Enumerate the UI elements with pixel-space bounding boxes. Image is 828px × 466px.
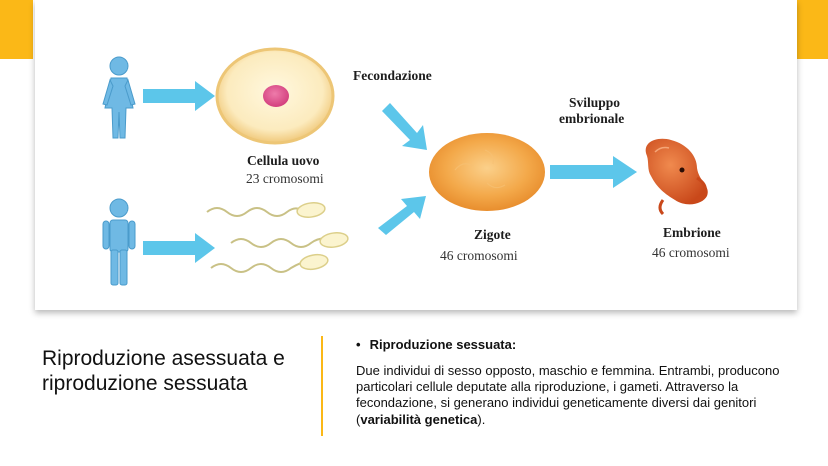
arrows [143,81,637,263]
arrow-male-to-sperm [143,233,215,263]
cellula-uovo-count: 23 cromosomi [246,171,324,186]
female-figure-icon [102,56,136,139]
embrione-label: Embrione [663,225,721,240]
sperm-heads [296,202,349,271]
zigote-label: Zigote [474,227,511,242]
slide-content: • Riproduzione sessuata: Due individui d… [356,337,796,428]
slide-title: Riproduzione asessuata e riproduzione se… [42,347,285,395]
body-text-emphasis: variabilità genetica [360,411,478,427]
arrow-zygote-to-embryo [550,156,637,188]
body-text-end: ). [477,411,486,427]
embrione-count: 46 cromosomi [652,245,730,260]
zygote-icon [429,133,545,211]
sviluppo-label-line1: Sviluppo [569,95,621,110]
arrow-sperm-to-zygote [378,196,426,235]
diagram-canvas [102,47,708,286]
arrow-female-to-egg [143,81,215,111]
egg-cell-icon [215,47,335,145]
sviluppo-label-line2: embrionale [559,111,625,126]
reproduction-diagram: Fecondazione Sviluppo embrionale Cellula… [35,0,797,310]
male-figure-icon [102,198,136,286]
body-paragraph: Due individui di sesso opposto, maschio … [356,363,796,428]
sperm-icon [206,207,330,273]
bullet-icon: • [356,337,361,352]
vertical-divider [321,336,323,436]
accent-bar-right [797,0,828,59]
cellula-uovo-label: Cellula uovo [247,153,320,168]
bullet-heading: Riproduzione sessuata: [369,337,517,352]
body-text-main: Due individui di sesso opposto, maschio … [356,363,780,427]
fecondazione-label: Fecondazione [353,68,432,83]
arrow-egg-to-zygote [382,103,427,150]
accent-bar-left [0,0,33,59]
embryo-icon [645,138,708,216]
zigote-count: 46 cromosomi [440,248,518,263]
bullet-item: • Riproduzione sessuata: [356,337,796,352]
